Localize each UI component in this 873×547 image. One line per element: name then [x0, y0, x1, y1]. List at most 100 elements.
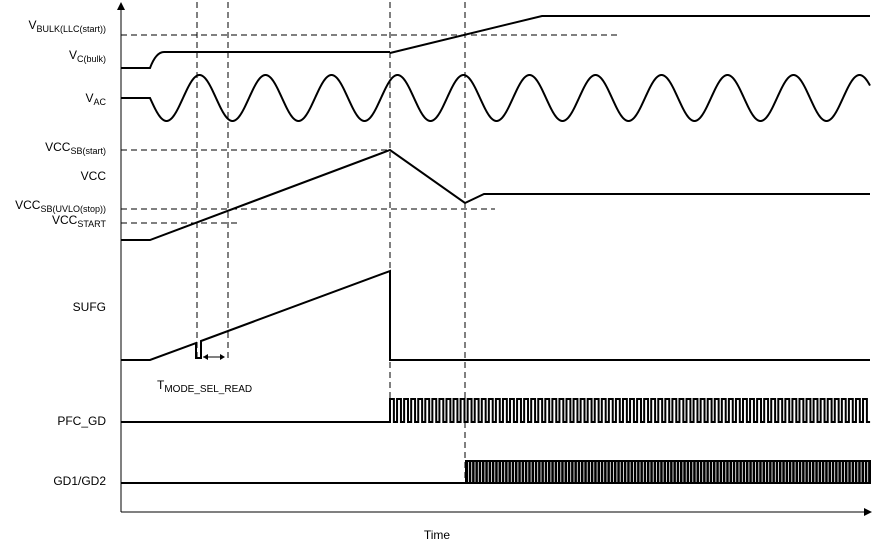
- gd-pulse-gap: [695, 462, 697, 482]
- gd-pulse-gap: [534, 462, 535, 482]
- gd-pulse-gap: [702, 462, 704, 482]
- gd-pulse-gap: [741, 462, 743, 482]
- gd-pulse-gap: [857, 462, 859, 482]
- gd-pulse-gap: [517, 462, 519, 482]
- gd-pulse-gap: [788, 462, 789, 482]
- gd-pulse-gap: [738, 462, 740, 482]
- label-vccsb-start: VCCSB(start): [45, 140, 106, 156]
- label-vc-bulk: VC(bulk): [69, 48, 106, 64]
- gd-pulse-gap: [652, 462, 654, 482]
- gd-pulse-gap: [831, 462, 832, 482]
- gd-pulse-gap: [567, 462, 568, 482]
- label-pfc-gd: PFC_GD: [57, 414, 106, 428]
- gd-pulse-gap: [864, 462, 865, 482]
- gd-pulse-gap: [646, 462, 647, 482]
- gd-pulse-gap: [530, 462, 532, 482]
- gd-pulse-gap: [642, 462, 644, 482]
- mode-sel-read-indicator: TMODE_SEL_READ: [157, 354, 252, 395]
- y-axis-arrow: [117, 2, 125, 10]
- gd-pulse-gap: [501, 462, 502, 482]
- gd-pulse-gap: [758, 462, 760, 482]
- vac-waveform: [121, 74, 871, 122]
- gd-pulse-gap: [563, 462, 565, 482]
- gd-pulse-gap: [679, 462, 680, 482]
- gd-pulse-gap: [560, 462, 562, 482]
- gd-pulse-gap: [715, 462, 717, 482]
- x-axis-label: Time: [424, 528, 451, 542]
- label-sufg: SUFG: [73, 300, 106, 314]
- gd-pulse-gap: [570, 462, 572, 482]
- gd-pulse-gap: [791, 462, 793, 482]
- gd-pulse-gap: [867, 462, 869, 482]
- label-gd1-gd2: GD1/GD2: [53, 474, 106, 488]
- gd-pulse-gap: [755, 462, 756, 482]
- gd-pulse-gap: [666, 462, 667, 482]
- gd-pulse-gap: [540, 462, 542, 482]
- gd-pulse-gap: [583, 462, 585, 482]
- label-vcc: VCC: [81, 169, 107, 183]
- gd-pulse-gap: [699, 462, 700, 482]
- signal-labels: VBULK(LLC(start)) VC(bulk) VAC VCCSB(sta…: [15, 18, 106, 488]
- gd-pulse-gap: [497, 462, 499, 482]
- gd-pulse-gap: [590, 462, 591, 482]
- gd-pulse-gap: [735, 462, 737, 482]
- gd-pulse-gap: [860, 462, 862, 482]
- gd-pulse-gap: [672, 462, 674, 482]
- gd-pulse-gap: [837, 462, 839, 482]
- gd-pulse-gap: [520, 462, 522, 482]
- gd-pulse-gap: [745, 462, 746, 482]
- gd-pulse-gap: [586, 462, 588, 482]
- gd-pulse-gap: [484, 462, 486, 482]
- gd-pulse-gap: [725, 462, 727, 482]
- gd-pulse-gap: [751, 462, 753, 482]
- gd-pulse-gap: [794, 462, 796, 482]
- gd-pulse-gap: [781, 462, 783, 482]
- threshold-references: [121, 34, 618, 224]
- gd-pulse-gap: [804, 462, 806, 482]
- x-axis-arrow: [864, 508, 872, 516]
- gd-pulse-gap: [600, 462, 601, 482]
- gd-pulse-gap: [854, 462, 855, 482]
- gd-pulse-gap: [471, 462, 473, 482]
- gd-pulse-gap: [507, 462, 509, 482]
- gd-pulse-gap: [550, 462, 552, 482]
- gd-pulse-gap: [623, 462, 624, 482]
- gd-pulse-gap: [728, 462, 730, 482]
- gd-pulse-gap: [847, 462, 849, 482]
- gd-pulse-gap: [814, 462, 816, 482]
- gd-pulse-gap: [850, 462, 852, 482]
- vbulk-waveform: [389, 15, 870, 54]
- gd-pulse-gap: [616, 462, 618, 482]
- gd-pulse-gap: [774, 462, 776, 482]
- gd-pulse-gap: [778, 462, 779, 482]
- pfc-gd-waveform: [121, 398, 871, 423]
- vc-bulk-waveform: [121, 51, 390, 69]
- gd-pulse-gap: [682, 462, 684, 482]
- gd-pulse-gap: [537, 462, 539, 482]
- gd-pulse-gap: [619, 462, 621, 482]
- gd-pulse-gap: [748, 462, 750, 482]
- label-vccsb-uvlo: VCCSB(UVLO(stop)): [15, 198, 106, 214]
- gd-pulse-gap: [765, 462, 766, 482]
- gd-pulse-gap: [593, 462, 595, 482]
- gd-pulse-gap: [768, 462, 770, 482]
- gd-pulse-gap: [689, 462, 690, 482]
- sufg-waveform: [121, 269, 870, 361]
- gd-pulse-gap: [685, 462, 687, 482]
- gd-pulse-gap: [596, 462, 598, 482]
- gd-pulse-gap: [708, 462, 710, 482]
- gd-pulse-gap: [844, 462, 845, 482]
- mode-sel-read-arrow-right: [220, 354, 225, 360]
- gd-pulse-gap: [732, 462, 733, 482]
- mode-sel-read-arrow-left: [203, 354, 208, 360]
- gd-pulse-gap: [524, 462, 525, 482]
- gd-pulse-gap: [817, 462, 819, 482]
- gd-pulse-gap: [468, 462, 469, 482]
- label-vbulk-start: VBULK(LLC(start)): [28, 18, 106, 34]
- gd-pulse-gap: [821, 462, 822, 482]
- gd-pulse-gap: [474, 462, 476, 482]
- gd-pulse-gap: [626, 462, 628, 482]
- gd-pulse-gap: [504, 462, 506, 482]
- gd-pulse-gap: [834, 462, 836, 482]
- gd-pulse-gap: [576, 462, 578, 482]
